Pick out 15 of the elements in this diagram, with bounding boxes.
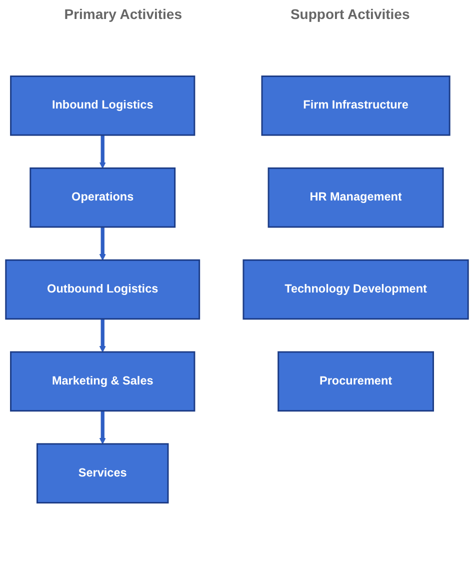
node-box: Inbound Logistics bbox=[10, 76, 196, 136]
column-heading: Primary Activities bbox=[64, 6, 182, 22]
node-box: HR Management bbox=[268, 167, 444, 228]
node-box: Marketing & Sales bbox=[10, 351, 196, 412]
node-box: Technology Development bbox=[242, 259, 469, 320]
node-box: Procurement bbox=[278, 351, 434, 412]
column-heading: Support Activities bbox=[290, 6, 410, 22]
node-box: Operations bbox=[30, 167, 176, 228]
arrow bbox=[99, 227, 106, 260]
node-box: Services bbox=[36, 443, 169, 504]
node-box: Firm Infrastructure bbox=[261, 76, 450, 136]
arrow bbox=[99, 410, 106, 444]
node-box: Outbound Logistics bbox=[5, 259, 200, 320]
arrow bbox=[99, 318, 106, 352]
arrow bbox=[99, 135, 106, 168]
